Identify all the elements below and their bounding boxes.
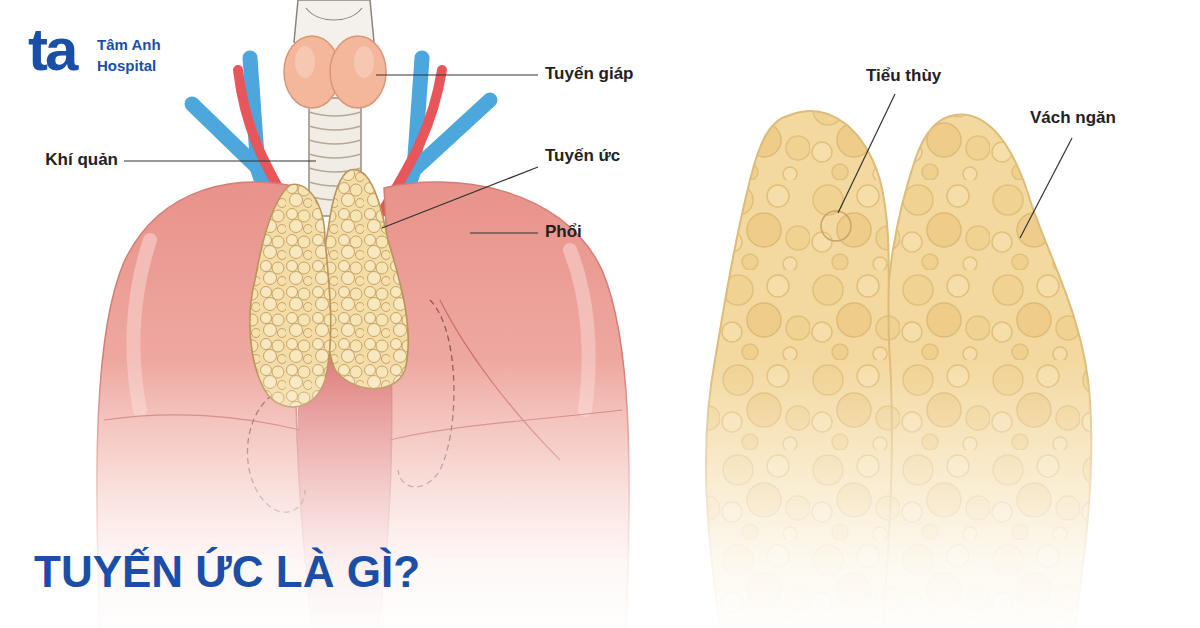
thyroid	[284, 36, 386, 108]
logo-text: Tâm Anh	[97, 36, 161, 54]
part-label: Tiểu thùy	[866, 66, 941, 86]
part-label: Vách ngăn	[1030, 108, 1116, 128]
fade-overlay	[0, 360, 1200, 628]
part-label: Tuyến giáp	[545, 64, 633, 84]
part-label: Phổi	[545, 222, 582, 242]
logo-text: Hospital	[97, 57, 156, 75]
leader-lines	[124, 75, 1072, 238]
logo-mark: ta	[28, 14, 75, 86]
part-label: Khí quản	[45, 150, 118, 170]
title: TUYẾN ỨC LÀ GÌ?	[34, 546, 420, 598]
part-label: Tuyến ức	[545, 146, 620, 166]
